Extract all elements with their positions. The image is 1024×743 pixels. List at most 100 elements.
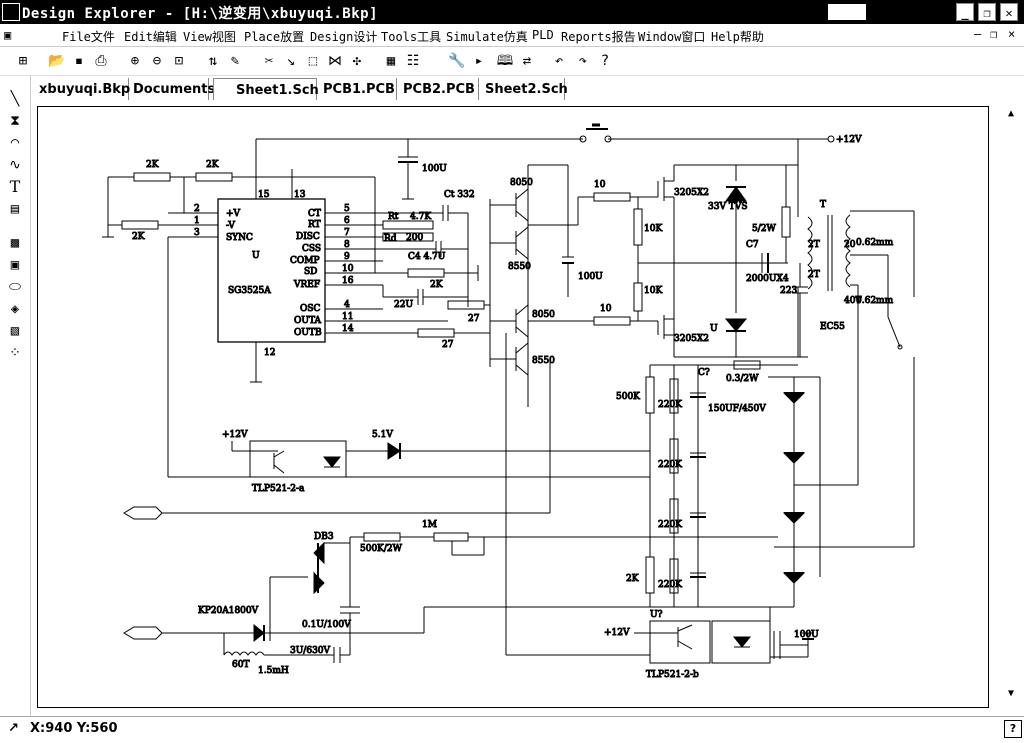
c-150u-label: 150UF/450V bbox=[708, 404, 766, 414]
c-100u-c-label: 100U bbox=[794, 630, 819, 640]
l-15mh-label: 1.5mH bbox=[258, 666, 289, 676]
arc-icon[interactable]: ◠ bbox=[10, 135, 20, 151]
menu-tools[interactable]: Tools工具 bbox=[381, 30, 442, 44]
redo-icon[interactable]: ↷ bbox=[578, 53, 588, 69]
scroll-up-icon[interactable]: ▲ bbox=[1007, 108, 1015, 119]
tab-sheet2[interactable]: Sheet2.Sch bbox=[481, 78, 568, 100]
rectangle-icon[interactable]: ▩ bbox=[10, 235, 20, 251]
array-icon[interactable]: ⁘ bbox=[9, 345, 21, 361]
minimize-icon[interactable]: _ bbox=[956, 3, 974, 21]
book-icon[interactable]: 🕮 bbox=[496, 53, 514, 69]
doc-menu-icon[interactable]: ▣ bbox=[4, 28, 12, 42]
run-icon[interactable]: ▸ bbox=[474, 53, 484, 69]
move-icon[interactable]: ✣ bbox=[352, 53, 362, 69]
text-icon[interactable]: T bbox=[9, 177, 21, 196]
undo-icon[interactable]: ↶ bbox=[554, 53, 564, 69]
pie-icon[interactable]: ◈ bbox=[10, 301, 20, 317]
menu-view[interactable]: View视图 bbox=[183, 30, 236, 44]
c7-label: C7 bbox=[746, 240, 759, 250]
ic-pin-outa: OUTA bbox=[294, 316, 321, 326]
close-icon[interactable]: ✕ bbox=[1000, 3, 1018, 21]
n-2t-a-label: 2T bbox=[808, 240, 820, 250]
polygon-icon[interactable]: ⧗ bbox=[10, 113, 20, 129]
q-8050a-label: 8050 bbox=[510, 178, 533, 188]
ellipse-icon[interactable]: ⬭ bbox=[9, 279, 21, 295]
ic-pin-vplus: +V bbox=[226, 209, 241, 219]
r-27a-label: 27 bbox=[468, 314, 480, 324]
ic-pin-ct: CT bbox=[308, 209, 321, 219]
library-icon[interactable]: ▦ bbox=[386, 53, 396, 69]
coordinates: X:940 Y:560 bbox=[30, 721, 118, 736]
menu-bar: ▣ File文件 Edit编辑 View视图 Place放置 Design设计 … bbox=[0, 24, 1024, 47]
tab-documents[interactable]: Documents bbox=[129, 78, 215, 100]
mdi-close-icon[interactable]: × bbox=[1008, 27, 1016, 41]
design-manager-icon[interactable]: ⊞ bbox=[18, 53, 28, 69]
mdi-minimize-icon[interactable]: – bbox=[974, 27, 982, 41]
ec55-label: EC55 bbox=[820, 322, 845, 332]
hierarchy-icon[interactable]: ⇅ bbox=[208, 53, 218, 69]
tab-sheet1[interactable]: Sheet1.Sch bbox=[213, 78, 319, 100]
line-icon[interactable]: ╲ bbox=[10, 91, 20, 107]
zoom-in-icon[interactable]: ⊕ bbox=[130, 53, 140, 69]
menu-simulate[interactable]: Simulate仿真 bbox=[446, 30, 528, 44]
ic-ref: U bbox=[252, 251, 260, 261]
browse-icon[interactable]: ☷ bbox=[406, 53, 420, 69]
tab-pcb1[interactable]: PCB1.PCB bbox=[319, 78, 397, 100]
graphic-icon[interactable]: ▧ bbox=[10, 323, 20, 339]
vertical-scrollbar[interactable]: ▲ ▼ bbox=[1004, 108, 1020, 699]
c-q-label: C? bbox=[698, 368, 710, 378]
c-100u-b-label: 100U bbox=[578, 272, 603, 282]
tab-xbuyuqi[interactable]: xbuyuqi.Bkp bbox=[35, 78, 130, 100]
ct-332-label: Ct 332 bbox=[444, 190, 475, 200]
rt-label: Rt bbox=[388, 212, 399, 222]
paste-icon[interactable]: ↘ bbox=[286, 53, 296, 69]
round-rect-icon[interactable]: ▣ bbox=[10, 257, 20, 273]
scroll-down-icon[interactable]: ▼ bbox=[1007, 688, 1015, 699]
menu-edit[interactable]: Edit编辑 bbox=[124, 30, 177, 44]
r-2k-e-label: 2K bbox=[626, 574, 639, 584]
menu-file[interactable]: File文件 bbox=[62, 30, 115, 44]
menu-pld[interactable]: PLD bbox=[532, 28, 554, 42]
schematic-sheet[interactable]: +12V +V -V SYNC U SG3525A CT RT DISC CSS… bbox=[37, 106, 989, 708]
mdi-restore-icon[interactable]: ❐ bbox=[990, 27, 998, 41]
deselect-icon[interactable]: ⋈ bbox=[328, 53, 342, 69]
tab-pcb2[interactable]: PCB2.PCB bbox=[399, 78, 479, 100]
ic-pin-comp: COMP bbox=[290, 256, 320, 266]
zoom-fit-icon[interactable]: ⊡ bbox=[174, 53, 184, 69]
help-icon-status[interactable]: ? bbox=[1004, 720, 1022, 738]
menu-design[interactable]: Design设计 bbox=[310, 30, 378, 44]
menu-window[interactable]: Window窗口 bbox=[638, 30, 706, 44]
app-icon[interactable] bbox=[2, 3, 20, 21]
pin-6: 6 bbox=[344, 216, 350, 226]
title-bar: Design Explorer - [H:\逆变用\xbuyuqi.Bkp] _… bbox=[0, 0, 1024, 24]
pin-8: 8 bbox=[344, 240, 350, 250]
select-icon[interactable]: ⬚ bbox=[308, 53, 318, 69]
ic-pin-osc: OSC bbox=[300, 304, 321, 314]
bezier-icon[interactable]: ∿ bbox=[9, 157, 21, 173]
open-icon[interactable]: 📂 bbox=[48, 53, 66, 69]
menu-reports[interactable]: Reports报告 bbox=[561, 30, 636, 44]
logo-icon bbox=[828, 4, 866, 20]
r-2k-a-label: 2K bbox=[146, 160, 159, 170]
cut-icon[interactable]: ✂ bbox=[264, 53, 274, 69]
menu-place[interactable]: Place放置 bbox=[244, 30, 305, 44]
zoom-out-icon[interactable]: ⊖ bbox=[152, 53, 162, 69]
print-icon[interactable]: ⎙ bbox=[95, 53, 107, 69]
cross-probe-icon[interactable]: ⇄ bbox=[522, 53, 532, 69]
restore-icon[interactable]: ❐ bbox=[978, 3, 996, 21]
r-2k-c-label: 2K bbox=[132, 232, 145, 242]
wrench-icon[interactable]: 🔧 bbox=[448, 53, 466, 69]
r-500k-2w-label: 500K/2W bbox=[360, 544, 403, 554]
edit-pen-icon[interactable]: ✎ bbox=[230, 53, 240, 69]
r-2k-b-label: 2K bbox=[206, 160, 219, 170]
ic-name: SG3525A bbox=[228, 286, 271, 296]
pin-12: 12 bbox=[264, 348, 275, 358]
text-frame-icon[interactable]: ▤ bbox=[10, 201, 20, 217]
schematic-canvas[interactable]: +12V +V -V SYNC U SG3525A CT RT DISC CSS… bbox=[31, 102, 1024, 714]
r-0-3-label: 0.3/2W bbox=[726, 374, 759, 384]
menu-help[interactable]: Help帮助 bbox=[711, 30, 764, 44]
mosfet-a-label: 3205X2 bbox=[674, 188, 709, 198]
help-icon[interactable]: ? bbox=[600, 53, 610, 69]
c-2000-label: 2000UX4 bbox=[746, 274, 789, 284]
save-icon[interactable]: ▪ bbox=[74, 53, 84, 69]
